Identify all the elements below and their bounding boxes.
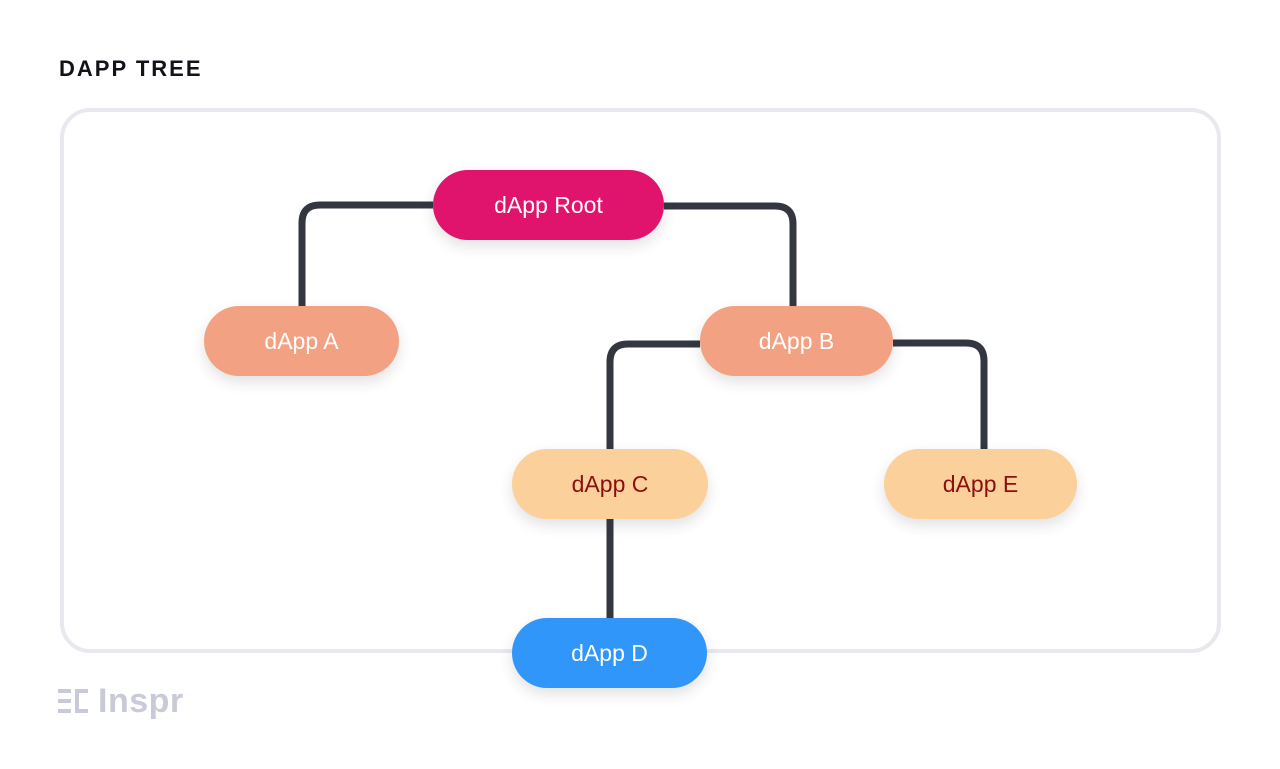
node-dapp-b[interactable]: dApp B: [700, 306, 893, 376]
brand-name: Inspr: [98, 682, 184, 720]
node-dapp-c[interactable]: dApp C: [512, 449, 708, 519]
node-dapp-d[interactable]: dApp D: [512, 618, 707, 688]
page-title: DAPP TREE: [59, 56, 203, 81]
node-dapp-e[interactable]: dApp E: [884, 449, 1077, 519]
node-dapp-root[interactable]: dApp Root: [433, 170, 664, 240]
node-dapp-a[interactable]: dApp A: [204, 306, 399, 376]
inspr-logo-icon: [58, 689, 88, 713]
brand-logo: Inspr: [58, 684, 184, 718]
